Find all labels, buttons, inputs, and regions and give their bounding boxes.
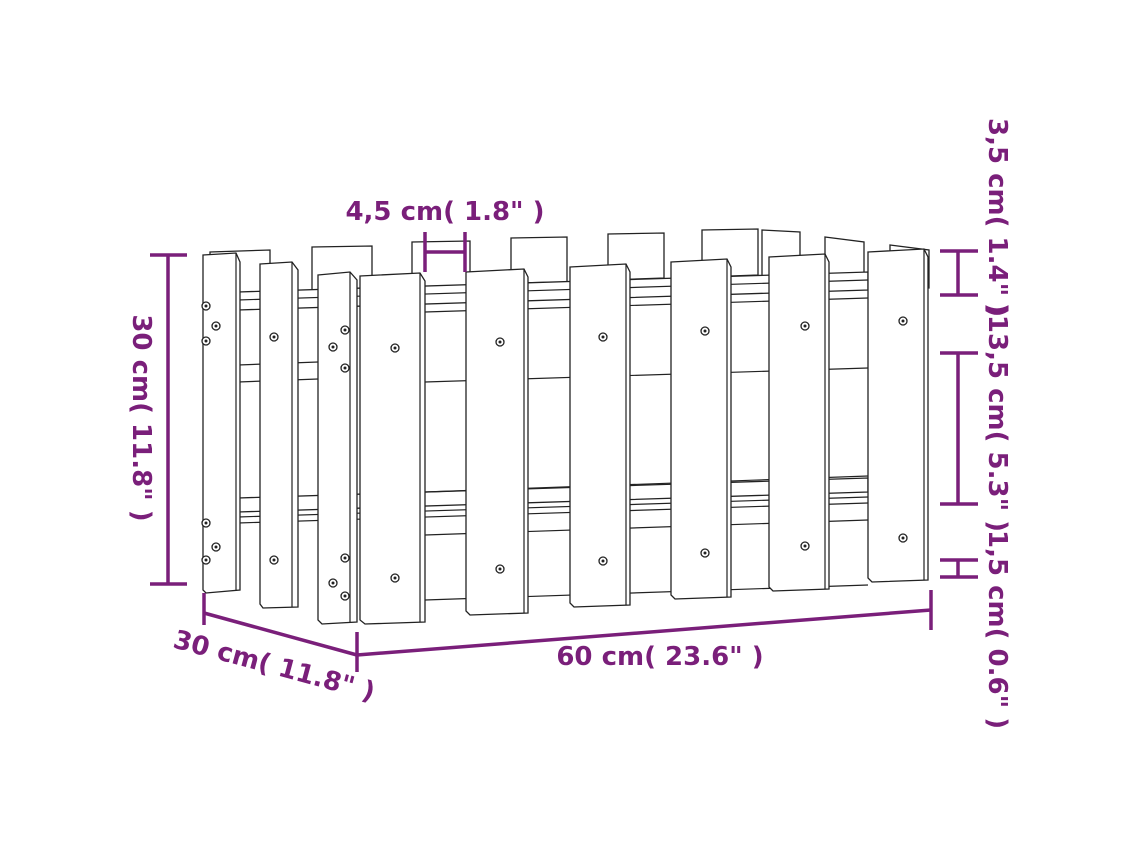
middle-gap-label: )13,5 cm( 5.3" )	[982, 303, 1012, 532]
screw	[211, 321, 221, 331]
screw	[328, 342, 338, 352]
screw	[700, 548, 710, 558]
screw	[340, 591, 350, 601]
screw	[201, 555, 211, 565]
height-dimension	[150, 253, 187, 586]
screw	[201, 301, 211, 311]
screw	[700, 326, 710, 336]
screw	[269, 332, 279, 342]
screw	[340, 325, 350, 335]
side-slats	[202, 252, 358, 625]
length-dimension	[356, 590, 933, 657]
screw	[598, 332, 608, 342]
screw	[898, 316, 908, 326]
depth-label: 30 cm( 11.8" )	[170, 625, 378, 708]
dimension-lines	[150, 232, 978, 672]
screw	[390, 573, 400, 583]
screw	[495, 564, 505, 574]
bottom-gap-label: 1,5 cm( 0.6" )	[982, 530, 1012, 729]
screw	[598, 556, 608, 566]
screw	[340, 553, 350, 563]
depth-dimension	[202, 593, 359, 672]
screw	[495, 337, 505, 347]
screw	[800, 541, 810, 551]
height-label: 30 cm( 11.8" )	[126, 314, 156, 521]
slat-width-dimension	[423, 232, 467, 272]
planter-illustration	[201, 228, 930, 625]
screw	[328, 578, 338, 588]
screw	[201, 518, 211, 528]
slat-width-label: 4,5 cm( 1.8" )	[345, 197, 544, 227]
screw	[269, 555, 279, 565]
top-gap-label: 3,5 cm( 1.4" )	[982, 118, 1012, 317]
screw	[201, 336, 211, 346]
screw	[211, 542, 221, 552]
screw	[898, 533, 908, 543]
screw	[390, 343, 400, 353]
front-slats	[359, 248, 929, 625]
screws	[201, 301, 908, 601]
length-label: 60 cm( 23.6" )	[556, 642, 763, 672]
gap-dimensions	[940, 249, 978, 579]
screw	[800, 321, 810, 331]
screw	[340, 363, 350, 373]
